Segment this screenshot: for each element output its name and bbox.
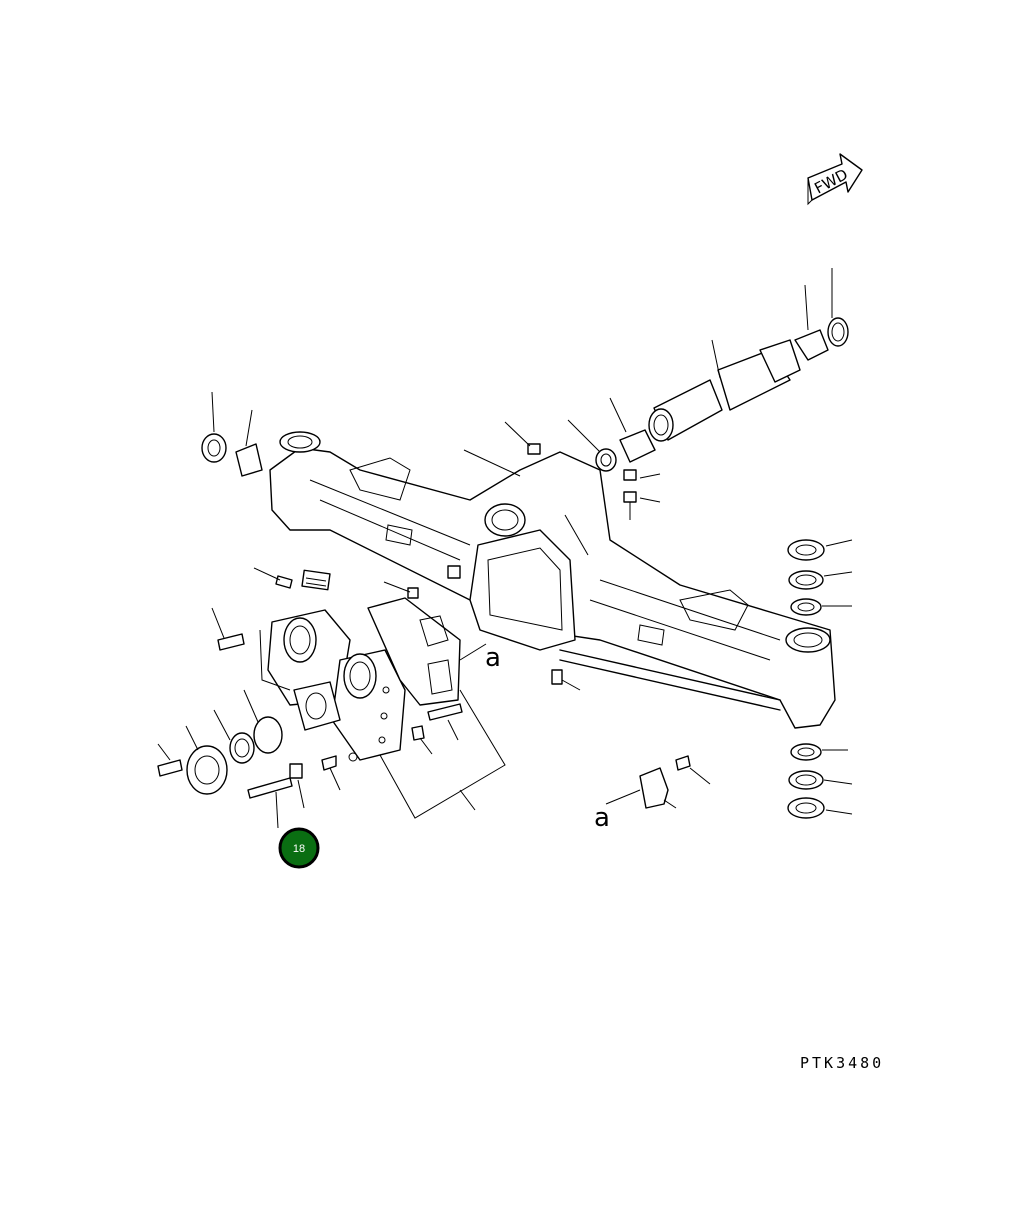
callout-18-button[interactable]: 18	[278, 827, 320, 869]
left-bushing-illustration	[201, 391, 263, 477]
callout-number: 18	[293, 843, 305, 855]
callout-marker[interactable]	[278, 827, 320, 869]
fwd-arrow-icon: FWD	[807, 153, 863, 206]
view-ref-label-upper: a	[485, 643, 501, 673]
pivot-pin-illustration	[567, 268, 849, 472]
reference-detail-illustration	[459, 643, 711, 809]
view-ref-label-lower: a	[594, 803, 610, 833]
right-washer-stack-illustration	[787, 539, 853, 819]
fittings-illustration	[253, 421, 661, 691]
support-bracket-illustration	[259, 597, 506, 819]
cap-and-seals-illustration	[157, 607, 463, 829]
axle-housing-illustration	[269, 431, 836, 729]
drawing-number: PTK3480	[800, 1054, 884, 1072]
